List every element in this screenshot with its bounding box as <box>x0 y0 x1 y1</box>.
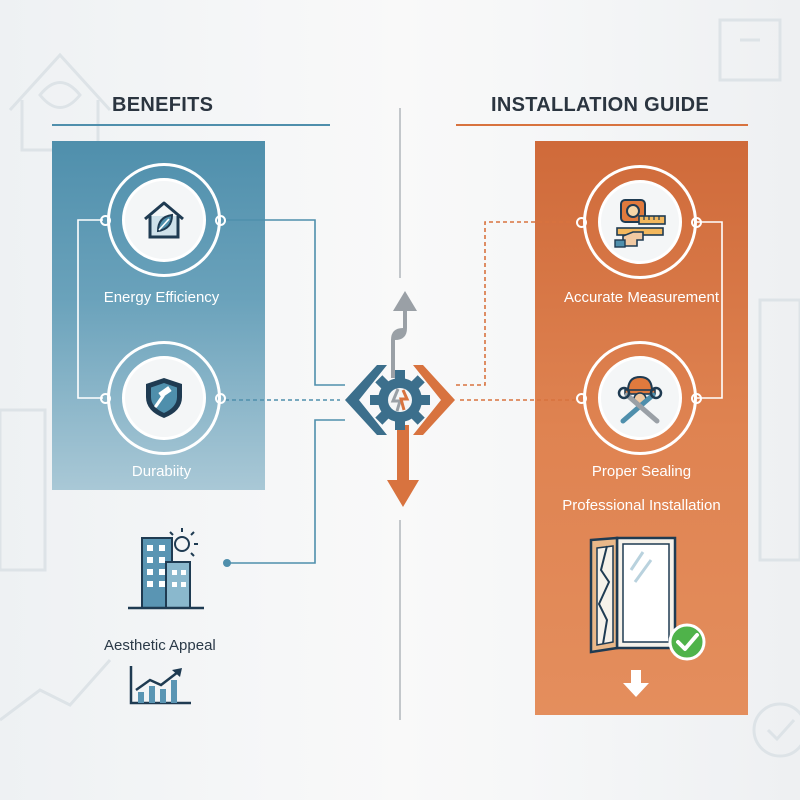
installation-heading: INSTALLATION GUIDE <box>491 94 709 116</box>
tape-measure-icon <box>614 199 666 248</box>
accurate-measurement-label: Accurate Measurement <box>563 289 720 306</box>
building-sun-icon <box>128 528 204 610</box>
house-leaf-icon <box>144 201 184 239</box>
durability-ring <box>107 341 221 455</box>
sealing-right-knob <box>691 393 702 404</box>
measurement-right-knob <box>691 217 702 228</box>
measurement-ring <box>583 165 697 279</box>
sealing-left-knob <box>576 393 587 404</box>
measurement-badge <box>598 180 682 264</box>
energy-efficiency-label: Energy Efficiency <box>103 289 220 306</box>
benefits-heading-rule <box>52 124 330 126</box>
sealing-ring <box>583 341 697 455</box>
installation-heading-rule <box>456 124 748 126</box>
measurement-left-knob <box>576 217 587 228</box>
durability-badge <box>122 356 206 440</box>
energy-right-knob <box>215 215 226 226</box>
durability-right-knob <box>215 393 226 404</box>
center-divider-bottom <box>399 520 401 720</box>
growth-chart-icon <box>129 666 191 705</box>
center-hub <box>345 291 455 507</box>
energy-left-knob <box>100 215 111 226</box>
shield-hammer-icon <box>146 378 182 418</box>
durability-label: Durabiity <box>131 463 192 480</box>
aesthetic-appeal-label: Aesthetic Appeal <box>104 637 216 654</box>
proper-sealing-label: Proper Sealing <box>591 463 692 480</box>
energy-efficiency-badge <box>122 178 206 262</box>
down-arrow-icon <box>623 670 649 697</box>
window-check-icon <box>589 536 706 661</box>
worker-tools-icon <box>617 375 663 424</box>
sealing-badge <box>598 356 682 440</box>
benefits-heading: BENEFITS <box>112 94 214 116</box>
center-divider-top <box>399 108 401 278</box>
professional-installation-label: Professional Installation <box>562 497 721 514</box>
durability-left-knob <box>100 393 111 404</box>
energy-efficiency-ring <box>107 163 221 277</box>
